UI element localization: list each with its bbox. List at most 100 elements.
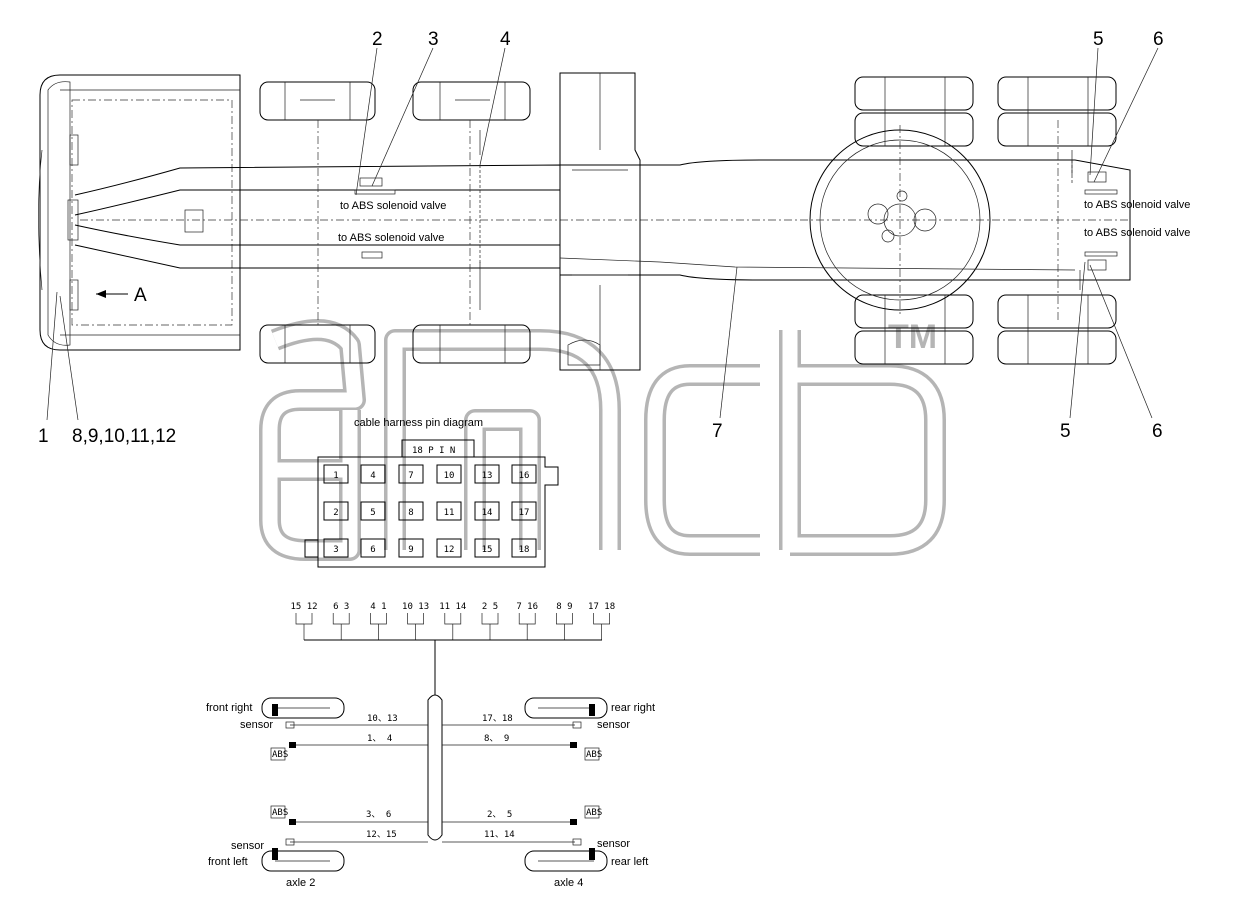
pin-pair-label: 17 18 xyxy=(588,602,615,612)
label-sensor-rr: sensor xyxy=(597,719,630,731)
pin-cell xyxy=(474,464,500,484)
pin-cell xyxy=(511,464,537,484)
pin-number: 16 xyxy=(519,471,530,481)
pin-pair-label: 7 16 xyxy=(516,602,538,612)
pin-number: 4 xyxy=(370,471,375,481)
label-front-right: front right xyxy=(206,702,252,714)
axle4-wheel-top xyxy=(524,697,608,719)
pin-number: 6 xyxy=(370,545,375,555)
callout-5-bottom: 5 xyxy=(1060,421,1071,442)
pin-cell xyxy=(360,501,386,521)
pin-cell xyxy=(360,464,386,484)
pin-cell xyxy=(398,538,424,558)
pin-pair-bracket xyxy=(407,613,424,640)
pin-pair-label: 15 12 xyxy=(290,602,317,612)
callout-4: 4 xyxy=(500,29,511,50)
wheel-front-left-bottom xyxy=(259,324,376,364)
arrow-label-a: A xyxy=(134,285,147,306)
callout-1: 1 xyxy=(38,426,49,447)
label-front-left: front left xyxy=(208,856,248,868)
pin-cell xyxy=(398,501,424,521)
callout-7: 7 xyxy=(712,421,723,442)
pin-pair-bracket xyxy=(593,613,610,640)
abs-valve-fr: ABS xyxy=(272,750,288,760)
pin-number: 14 xyxy=(482,508,493,518)
pin-diagram-title: cable harness pin diagram xyxy=(354,417,483,429)
pin-cell xyxy=(360,538,386,558)
chassis-top-view: to ABS solenoid valve to ABS solenoid va… xyxy=(38,72,1190,371)
pin-number: 8 xyxy=(408,508,413,518)
pin-pair-bracket xyxy=(332,613,350,640)
pin-number: 3 xyxy=(333,545,338,555)
pin-number: 15 xyxy=(482,545,493,555)
harness-trunk xyxy=(427,694,443,841)
pin-pair-label: 2 5 xyxy=(482,602,498,612)
label-axle-2: axle 2 xyxy=(286,877,315,889)
callouts: 2 3 4 5 6 5 6 7 1 8,9,10,11,12 xyxy=(38,29,1164,447)
pin-cell xyxy=(436,501,462,521)
pin-number: 10 xyxy=(444,471,455,481)
abs-label-left-top: to ABS solenoid valve xyxy=(340,200,446,212)
frame-mid-section xyxy=(559,72,641,371)
pin-number: 12 xyxy=(444,545,455,555)
wire-fl-sensor: 12、15 xyxy=(366,830,397,840)
label-sensor-rl: sensor xyxy=(597,838,630,850)
pin-number: 13 xyxy=(482,471,493,481)
pin-cell xyxy=(474,501,500,521)
abs-valve-fl: ABS xyxy=(272,808,288,818)
callout-6-top: 6 xyxy=(1153,29,1164,50)
pin-pair-bracket xyxy=(481,613,499,640)
abs-valve-rl: ABS xyxy=(586,808,602,818)
pin-cell xyxy=(398,464,424,484)
label-sensor-fl: sensor xyxy=(231,840,264,852)
axle2-wheel-top xyxy=(261,697,345,719)
pin-pair-label: 8 9 xyxy=(556,602,572,612)
watermark-tm: TM xyxy=(888,318,937,356)
pin-number: 11 xyxy=(444,508,455,518)
cab-outline xyxy=(39,74,241,351)
pin-cell xyxy=(323,538,349,558)
wire-rl-sensor: 11、14 xyxy=(484,830,515,840)
pin-cell xyxy=(436,464,462,484)
pin-number: 17 xyxy=(519,508,530,518)
pin-number: 2 xyxy=(333,508,338,518)
abs-valve-rr: ABS xyxy=(586,750,602,760)
wire-rr-sensor: 17、18 xyxy=(482,714,513,724)
label-rear-right: rear right xyxy=(611,702,655,714)
abs-label-left-bottom: to ABS solenoid valve xyxy=(338,232,444,244)
wheel-front-right-top xyxy=(412,81,531,121)
pin-cell xyxy=(511,501,537,521)
pin-pair-bracket xyxy=(370,613,387,640)
pin-pair-label: 6 3 xyxy=(333,602,349,612)
label-sensor-fr: sensor xyxy=(240,719,273,731)
callout-3: 3 xyxy=(428,29,439,50)
pin-number: 7 xyxy=(408,471,413,481)
callout-8-12: 8,9,10,11,12 xyxy=(72,426,176,447)
pin-cell xyxy=(474,538,500,558)
axle2-wheel-bottom xyxy=(261,850,345,872)
pin-number: 18 xyxy=(519,545,530,555)
pin-connector-label: 18 P I N xyxy=(412,446,455,456)
callout-5-top: 5 xyxy=(1093,29,1104,50)
pin-pair-label: 10 13 xyxy=(402,602,429,612)
wire-rr-valve: 8、 9 xyxy=(484,734,509,744)
abs-label-right-bottom: to ABS solenoid valve xyxy=(1084,227,1190,239)
label-axle-4: axle 4 xyxy=(554,877,583,889)
callout-6-bottom: 6 xyxy=(1152,421,1163,442)
pin-number: 9 xyxy=(408,545,413,555)
abs-label-right-top: to ABS solenoid valve xyxy=(1084,199,1190,211)
pin-pair-bracket xyxy=(444,613,462,640)
label-rear-left: rear left xyxy=(611,856,648,868)
pin-cell xyxy=(436,538,462,558)
pin-cell xyxy=(511,538,537,558)
pin-cell xyxy=(323,464,349,484)
wheel-front-right-bottom xyxy=(412,324,531,364)
watermark-logo: TM xyxy=(259,318,946,561)
pin-pair-bracket xyxy=(518,613,536,640)
callout-2: 2 xyxy=(372,29,383,50)
